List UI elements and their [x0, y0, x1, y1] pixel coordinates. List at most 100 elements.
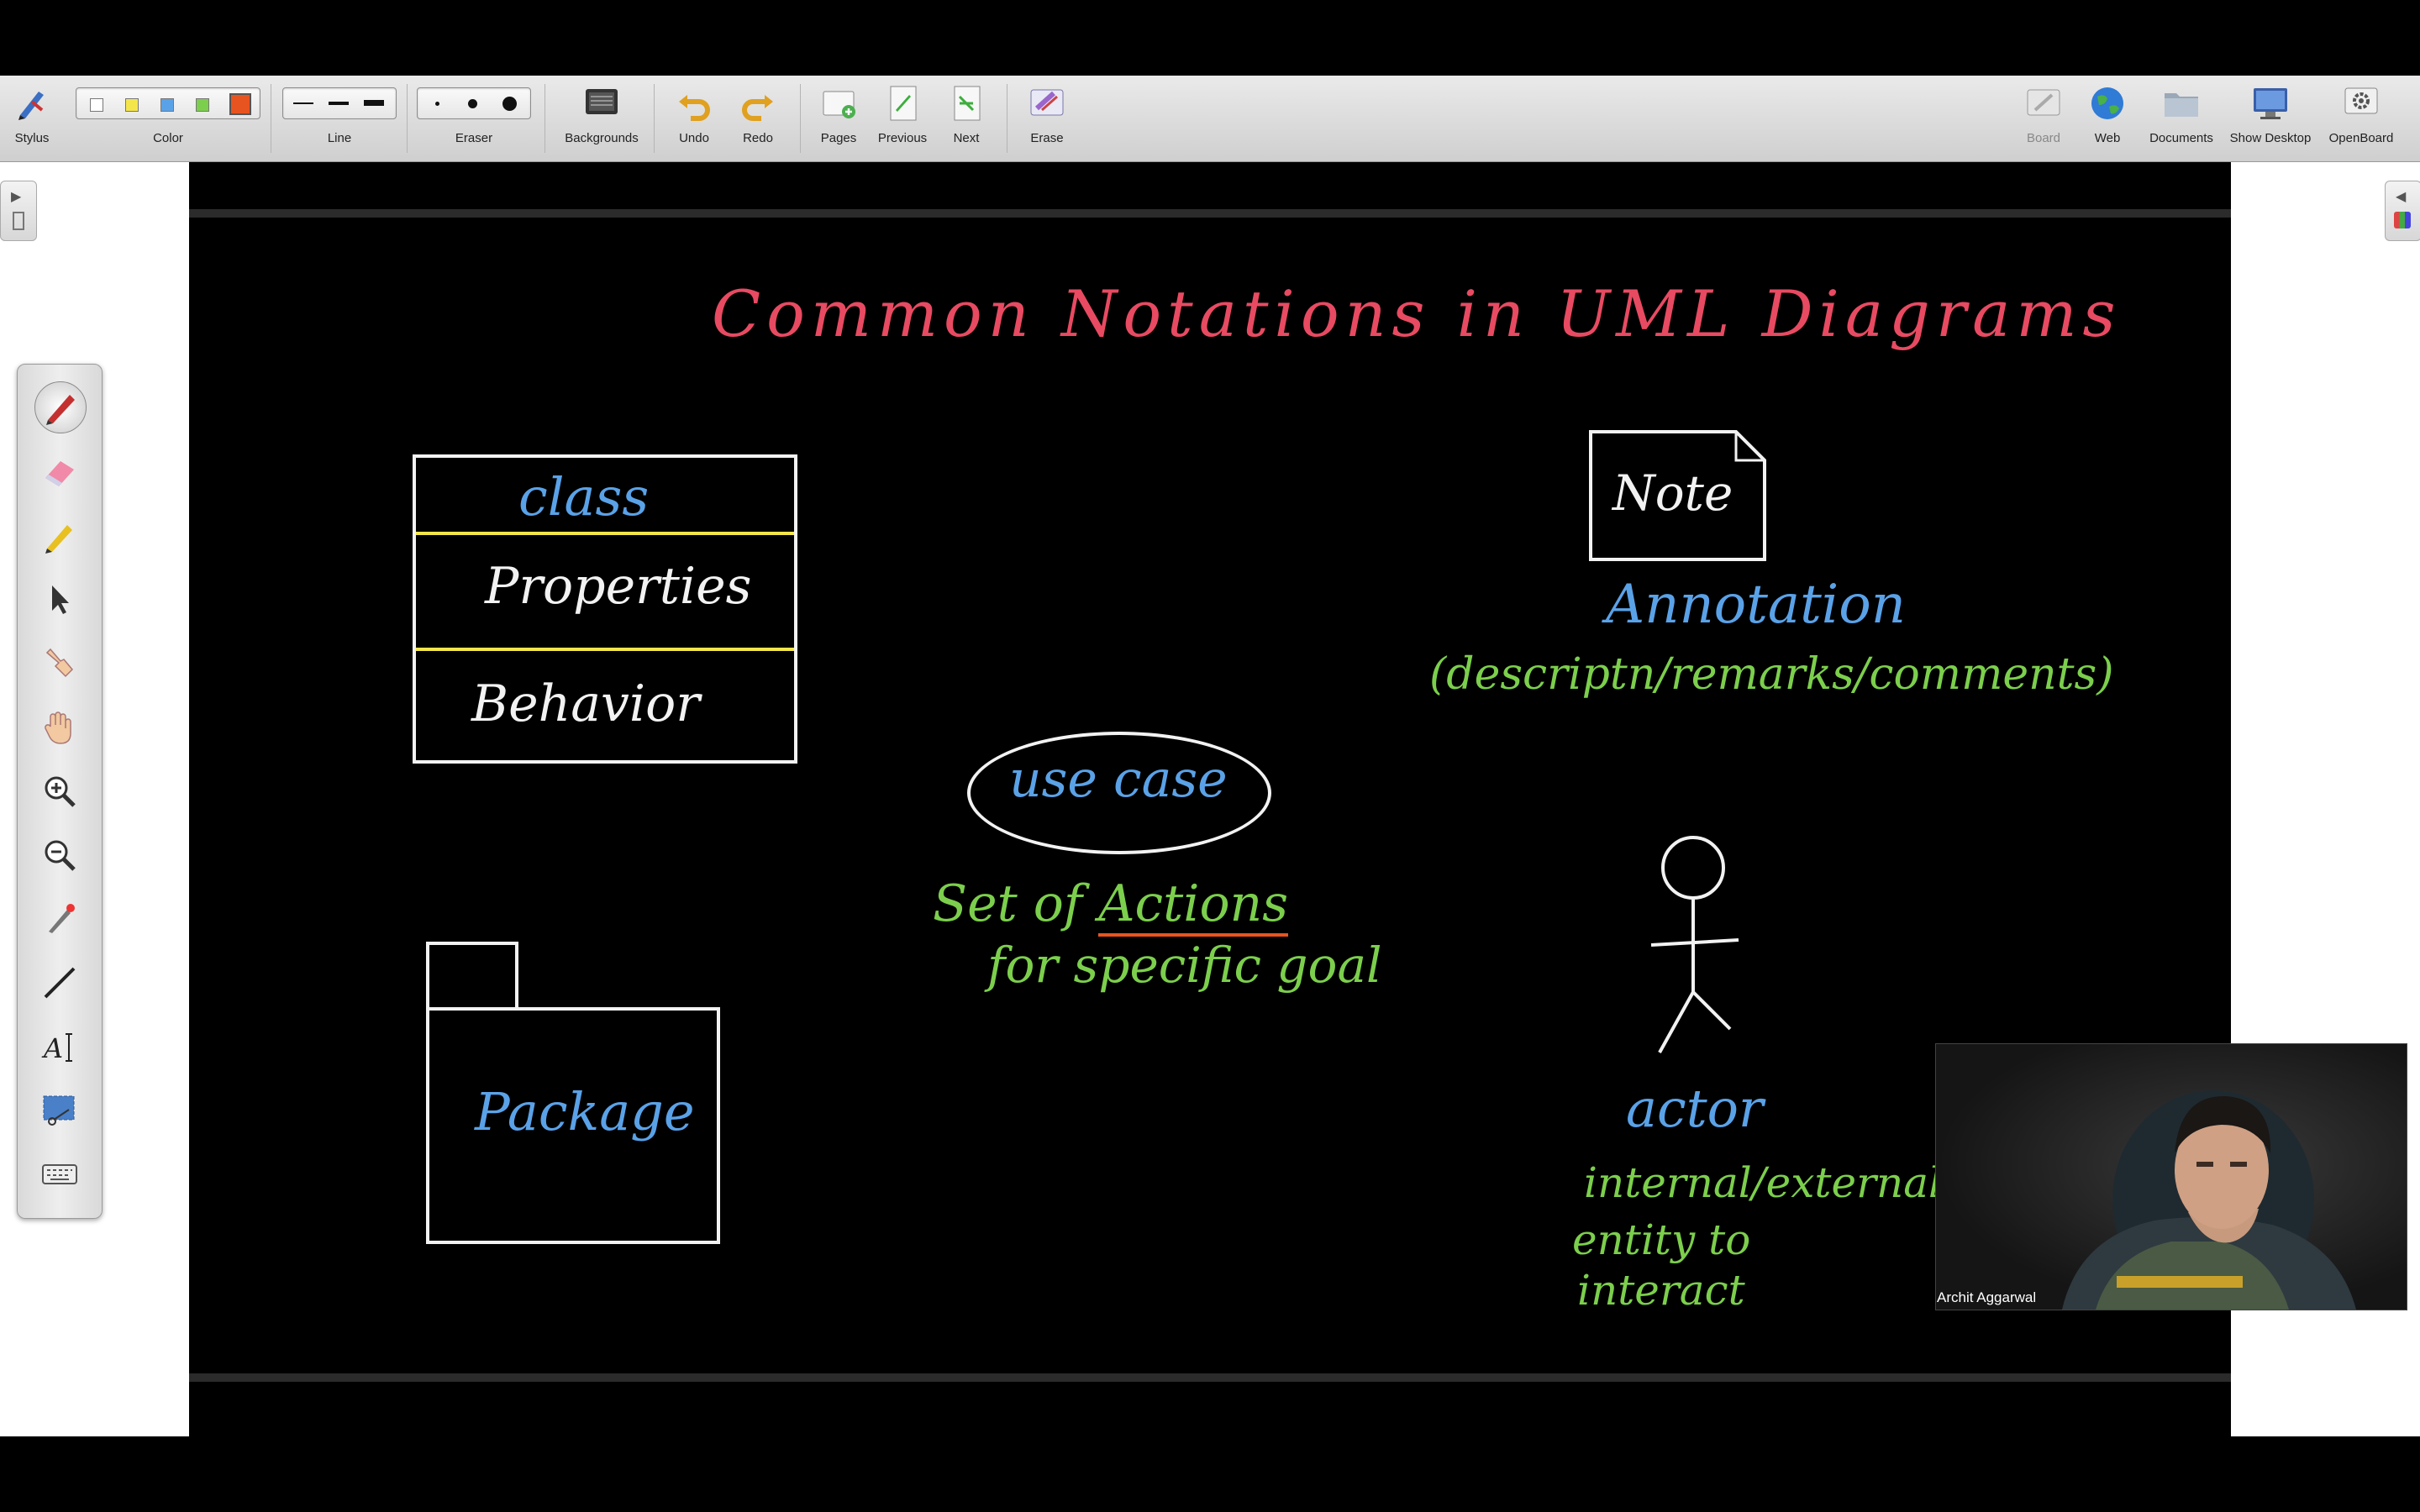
eraser-size-picker: Eraser: [417, 76, 531, 161]
zoom-in-tool[interactable]: [34, 766, 85, 816]
board-title: Common Notations in UML Diagrams: [712, 276, 2122, 351]
line-tool[interactable]: [34, 958, 85, 1008]
color-picker: Color: [74, 76, 262, 161]
web-label: Web: [2094, 131, 2121, 145]
stylus-icon: [13, 84, 51, 123]
desktop-icon: [2251, 84, 2290, 123]
color-well: [76, 87, 260, 119]
undo-icon: [675, 84, 713, 123]
undo-button[interactable]: Undo: [669, 76, 719, 161]
participant-name: Archit Aggarwal: [1937, 1289, 2037, 1305]
actor-text: actor: [1626, 1078, 1764, 1139]
pages-button[interactable]: Pages: [813, 76, 864, 161]
backgrounds-button[interactable]: Backgrounds: [565, 76, 639, 161]
actor-desc-line3: interact: [1577, 1266, 1745, 1315]
capture-tool[interactable]: [34, 1085, 85, 1136]
eraser-large-button[interactable]: [502, 97, 517, 111]
note-shape: [1589, 430, 1766, 561]
laser-pointer-icon: [49, 904, 75, 933]
pages-icon: [819, 84, 858, 123]
class-divider-2: [416, 648, 794, 651]
erase-label: Erase: [1030, 131, 1064, 145]
openboard-button[interactable]: OpenBoard: [2329, 76, 2393, 161]
openboard-label: OpenBoard: [2328, 131, 2394, 145]
presenter-video: [2062, 1090, 2356, 1310]
eraser-tool[interactable]: [34, 447, 85, 497]
left-pane-toggle[interactable]: ▶: [0, 181, 37, 241]
next-label: Next: [953, 131, 980, 145]
highlighter-tool[interactable]: [34, 511, 85, 561]
pen-icon: [46, 395, 75, 425]
actor-desc-line2: entity to: [1572, 1215, 1751, 1264]
backgrounds-label: Backgrounds: [565, 131, 639, 145]
interact-tool[interactable]: [34, 638, 85, 689]
hand-icon: [45, 711, 71, 744]
text-tool[interactable]: A: [34, 1021, 85, 1072]
next-page-icon: [947, 84, 986, 123]
arrow-cursor-icon: [52, 585, 69, 614]
use-case-desc-emphasis: Actions: [1098, 874, 1288, 937]
pen-tool[interactable]: [34, 381, 87, 433]
right-pane-toggle[interactable]: ◀: [2385, 181, 2420, 241]
openboard-gear-icon: [2342, 84, 2381, 123]
line-thick-button[interactable]: [364, 100, 384, 106]
select-tool[interactable]: [34, 575, 85, 625]
stylus-button[interactable]: Stylus: [7, 76, 57, 161]
line-medium-button[interactable]: [329, 102, 349, 105]
use-case-ellipse: [967, 732, 1271, 854]
eraser-icon: [45, 461, 74, 486]
use-case-text: use case: [1009, 750, 1228, 809]
zoom-out-tool[interactable]: [34, 830, 85, 880]
line-label: Line: [327, 131, 352, 145]
color-swatch-blue[interactable]: [160, 98, 174, 112]
class-diagram-box: class Properties Behavior: [413, 454, 797, 764]
whiteboard-canvas[interactable]: Common Notations in UML Diagrams class P…: [189, 162, 2231, 1436]
redo-button[interactable]: Redo: [733, 76, 783, 161]
hand-tool[interactable]: [34, 702, 85, 753]
eraser-small-button[interactable]: [435, 102, 439, 106]
virtual-keyboard-tool[interactable]: [34, 1149, 85, 1200]
package-text: Package: [475, 1081, 695, 1142]
globe-icon: [2088, 84, 2127, 123]
actor-stick-figure: [1650, 836, 1739, 1053]
show-desktop-button[interactable]: Show Desktop: [2230, 76, 2311, 161]
pages-label: Pages: [820, 131, 857, 145]
line-well: [282, 87, 397, 119]
tool-palette: A: [17, 364, 103, 1219]
svg-text:A: A: [41, 1032, 63, 1064]
next-button[interactable]: Next: [941, 76, 992, 161]
package-tab: [426, 942, 518, 1011]
line-thin-button[interactable]: [293, 102, 313, 104]
line-width-picker: Line: [282, 76, 397, 161]
expand-right-icon: ▶: [11, 190, 22, 204]
previous-button[interactable]: Previous: [877, 76, 928, 161]
eraser-medium-button[interactable]: [468, 99, 477, 108]
keyboard-icon: [42, 1164, 77, 1184]
board-button[interactable]: Board: [2018, 76, 2069, 161]
board-icon: [2024, 84, 2063, 123]
use-case-desc-prefix: Set of: [933, 874, 1099, 933]
stylus-label: Stylus: [14, 131, 50, 145]
color-swatch-white[interactable]: [90, 98, 103, 112]
color-label: Color: [153, 131, 183, 145]
color-swatch-orange[interactable]: [229, 93, 251, 115]
documents-button[interactable]: Documents: [2149, 76, 2213, 161]
pointing-hand-icon: [45, 648, 74, 678]
erase-button[interactable]: Erase: [1022, 76, 1072, 161]
redo-label: Redo: [743, 131, 773, 145]
previous-page-icon: [883, 84, 922, 123]
color-swatch-yellow[interactable]: [125, 98, 139, 112]
undo-label: Undo: [679, 131, 709, 145]
previous-label: Previous: [877, 131, 928, 145]
laser-pointer-tool[interactable]: [34, 894, 85, 944]
screen-capture-icon: [43, 1095, 75, 1126]
library-icon: [2394, 212, 2411, 228]
color-swatch-green[interactable]: [196, 98, 209, 112]
page-stack-icon: [13, 212, 24, 230]
erase-board-icon: [1028, 84, 1066, 123]
documents-label: Documents: [2149, 131, 2213, 145]
use-case-desc-line1: Set of Actions: [933, 874, 1288, 937]
redo-icon: [739, 84, 777, 123]
board-bottom-border: [189, 1373, 2231, 1382]
web-button[interactable]: Web: [2082, 76, 2133, 161]
